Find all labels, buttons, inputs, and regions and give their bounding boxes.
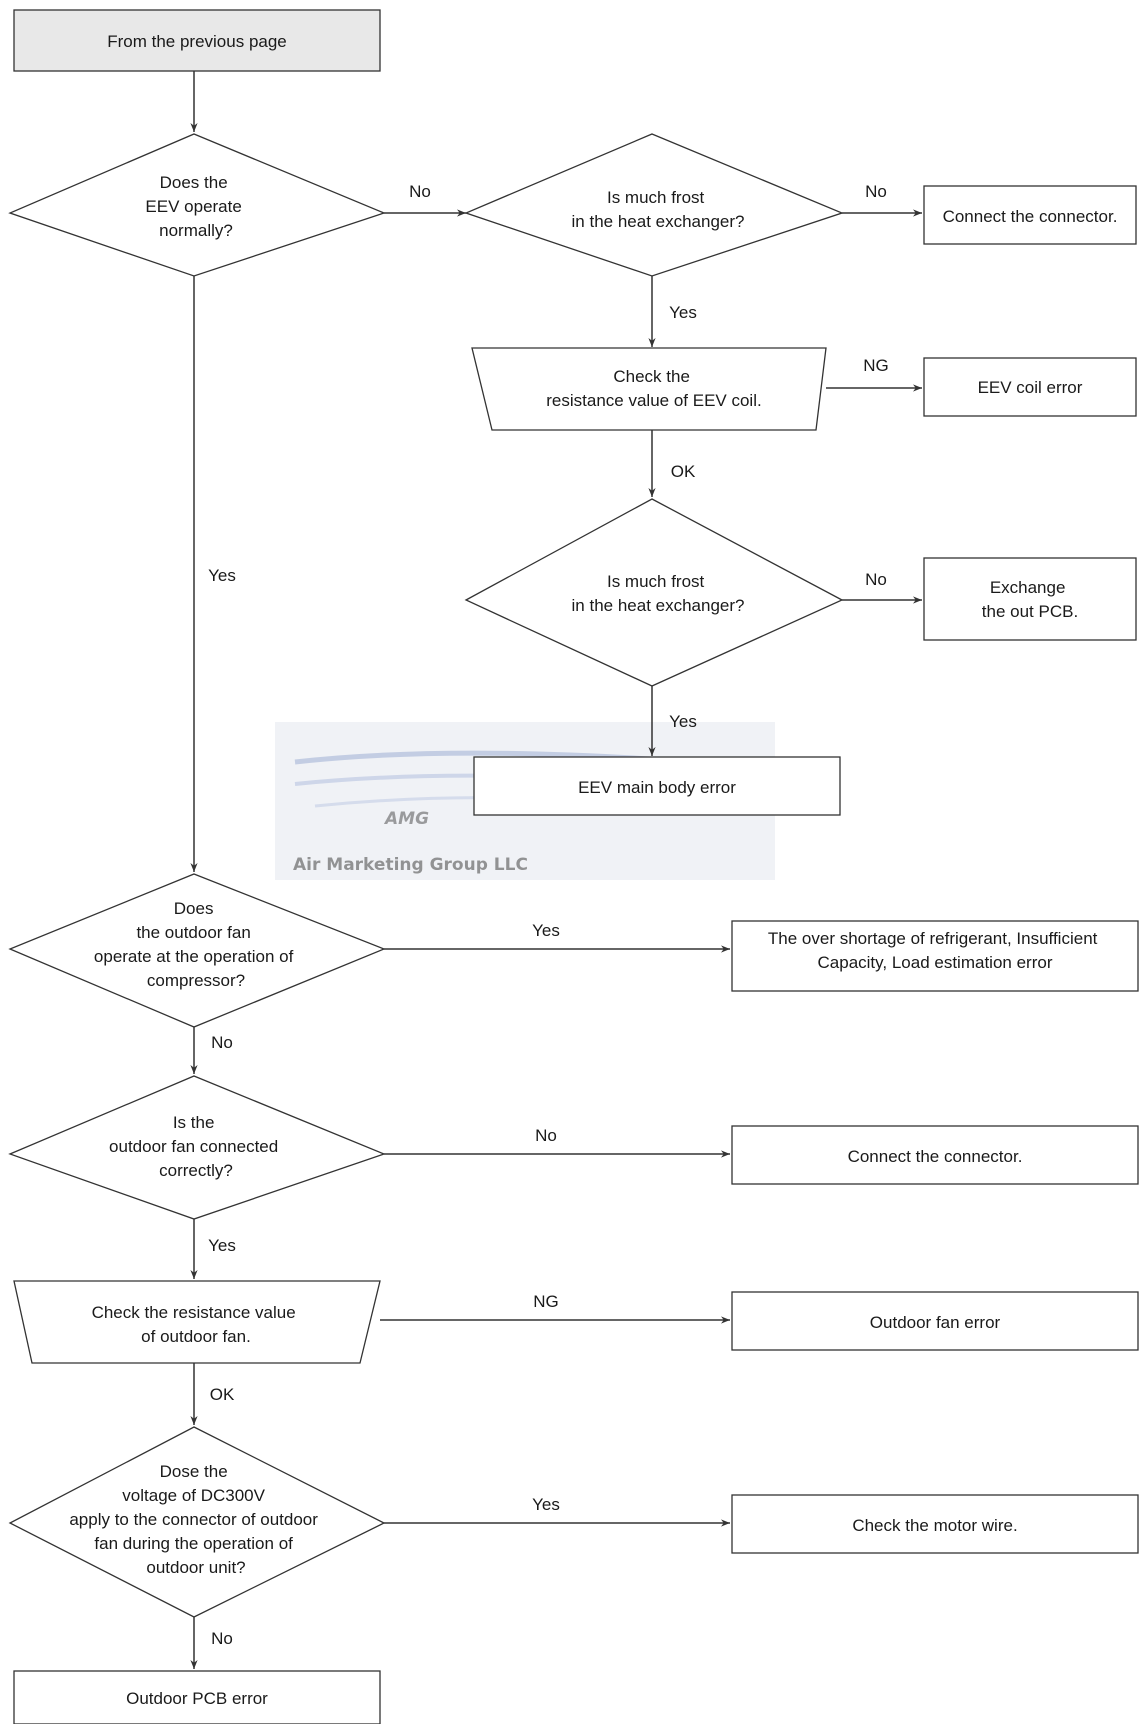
watermark-company-text: Air Marketing Group LLC <box>293 855 528 875</box>
result-refrigerant-text: The over shortage of refrigerant, Insuff… <box>768 929 1102 972</box>
check-outdoor-fan-resistance: Check the resistance value of outdoor fa… <box>13 1280 381 1364</box>
label-fan-resistance-ng: NG <box>533 1292 559 1311</box>
result-outdoor-pcb-error: Outdoor PCB error <box>13 1670 381 1724</box>
result-check-motor-wire: Check the motor wire. <box>731 1494 1139 1554</box>
decision-dc300v: Dose the voltage of DC300V apply to the … <box>8 1426 386 1618</box>
decision-outdoor-fan-connected: Is the outdoor fan connected correctly? <box>8 1075 386 1220</box>
decision-frost-2-text: Is much frost in the heat exchanger? <box>572 572 745 615</box>
decision-outdoor-fan-connected-text: Is the outdoor fan connected correctly? <box>109 1113 283 1180</box>
label-fan-resistance-ok: OK <box>210 1385 235 1404</box>
result-connect-connector-2-text: Connect the connector. <box>848 1147 1023 1166</box>
label-frost1-no: No <box>865 182 887 201</box>
result-connect-connector-1-text: Connect the connector. <box>943 207 1118 226</box>
label-fan-operate-yes: Yes <box>532 921 560 940</box>
result-exchange-out-pcb: Exchange the out PCB. <box>923 557 1137 641</box>
label-coil-ok: OK <box>671 462 696 481</box>
decision-eev-operate: Does the EEV operate normally? <box>8 133 386 277</box>
label-frost2-yes: Yes <box>669 712 697 731</box>
connector-labels: No No Yes NG OK No Yes Yes Yes No No Yes… <box>208 182 889 1648</box>
result-outdoor-fan-error-text: Outdoor fan error <box>870 1313 1001 1332</box>
label-dc300v-yes: Yes <box>532 1495 560 1514</box>
decision-frost-2: Is much frost in the heat exchanger? <box>464 498 844 687</box>
label-fan-connected-yes: Yes <box>208 1236 236 1255</box>
label-fan-connected-no: No <box>535 1126 557 1145</box>
decision-outdoor-fan-operate: Does the outdoor fan operate at the oper… <box>8 873 386 1028</box>
check-eev-coil: Check the resistance value of EEV coil. <box>471 347 827 431</box>
decision-outdoor-fan-operate-text: Does the outdoor fan operate at the oper… <box>94 899 298 990</box>
check-eev-coil-text: Check the resistance value of EEV coil. <box>546 367 761 410</box>
result-outdoor-fan-error: Outdoor fan error <box>731 1291 1139 1351</box>
label-dc300v-no: No <box>211 1629 233 1648</box>
result-outdoor-pcb-error-text: Outdoor PCB error <box>126 1689 268 1708</box>
start-box-text: From the previous page <box>107 32 287 51</box>
label-fan-operate-no: No <box>211 1033 233 1052</box>
decision-frost-1-text: Is much frost in the heat exchanger? <box>572 188 745 231</box>
decision-eev-operate-text: Does the EEV operate normally? <box>145 173 246 240</box>
label-eev-yes: Yes <box>208 566 236 585</box>
label-eev-no: No <box>409 182 431 201</box>
result-eev-coil-error: EEV coil error <box>923 357 1137 417</box>
result-eev-main-body-error: EEV main body error <box>473 756 841 816</box>
start-box: From the previous page <box>13 9 381 72</box>
result-eev-coil-error-text: EEV coil error <box>978 378 1083 397</box>
decision-dc300v-text: Dose the voltage of DC300V apply to the … <box>69 1462 322 1577</box>
result-exchange-out-pcb-text: Exchange the out PCB. <box>982 578 1078 621</box>
result-eev-main-body-error-text: EEV main body error <box>578 778 736 797</box>
check-outdoor-fan-resistance-text: Check the resistance value of outdoor fa… <box>92 1303 301 1346</box>
result-refrigerant: The over shortage of refrigerant, Insuff… <box>731 920 1139 992</box>
decision-frost-1: Is much frost in the heat exchanger? <box>464 133 844 277</box>
label-frost1-yes: Yes <box>669 303 697 322</box>
label-coil-ng: NG <box>863 356 889 375</box>
watermark-logo-letters: AMG <box>383 809 429 829</box>
connectors <box>190 71 922 1669</box>
result-check-motor-wire-text: Check the motor wire. <box>852 1516 1017 1535</box>
label-frost2-no: No <box>865 570 887 589</box>
result-connect-connector-2: Connect the connector. <box>731 1125 1139 1185</box>
result-connect-connector-1: Connect the connector. <box>923 185 1137 245</box>
